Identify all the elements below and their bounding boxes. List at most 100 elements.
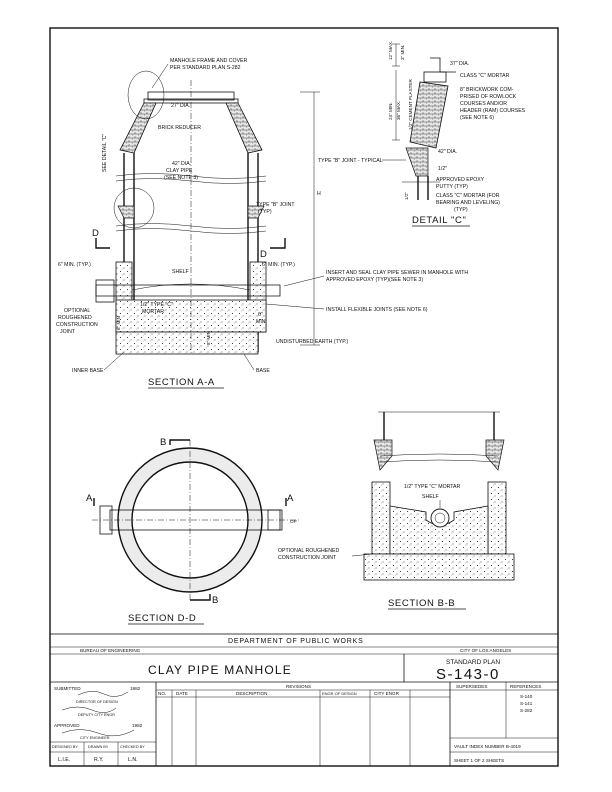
- detail-c-drawing: [392, 43, 456, 200]
- cut-b-top: B: [160, 437, 167, 448]
- section-dd-title: SECTION D-D: [128, 613, 196, 624]
- label-insert-seal: INSERT AND SEAL CLAY PIPE SEWER IN MANHO…: [326, 270, 468, 276]
- section-bb-title: SECTION B-B: [388, 598, 455, 609]
- label-type-b-typical: TYPE "B" JOINT - TYPICAL: [318, 158, 383, 164]
- checked-by-label: CHECKED BY: [120, 745, 145, 749]
- label-approved-epoxy: APPROVED EPOXY: [436, 177, 485, 183]
- signature-2: [61, 706, 117, 713]
- label-24-min: 24" MIN.: [388, 102, 393, 120]
- references-label: REFERENCES: [510, 684, 541, 689]
- label-construction-bb: CONSTRUCTION JOINT: [278, 555, 337, 561]
- label-base: BASE: [256, 368, 270, 374]
- label-3-min: 3" MIN.: [400, 45, 405, 60]
- label-6-min-left: 6" MIN. (TYP.): [58, 262, 91, 268]
- label-inner-base: INNER BASE: [72, 368, 104, 374]
- designed-by-label: DESIGNED BY: [52, 745, 78, 749]
- department: DEPARTMENT OF PUBLIC WORKS: [228, 638, 364, 645]
- rev-col-no: NO.: [158, 691, 166, 696]
- rev-col-city-engr: CITY ENGR: [374, 691, 400, 696]
- detail-c-title: DETAIL "C": [412, 215, 466, 226]
- cut-d-left: D: [92, 228, 99, 239]
- label-roughened: ROUGHENED: [58, 315, 92, 321]
- supersedes-label: SUPERSEDES: [456, 684, 487, 689]
- label-12-max: 12" MAX.: [388, 41, 393, 60]
- drawing-title: CLAY PIPE MANHOLE: [148, 663, 292, 677]
- label-shelf: SHELF: [172, 269, 189, 275]
- rev-col-date: DATE: [176, 691, 188, 696]
- label-6-min-vertical: 6" MIN: [116, 316, 121, 330]
- label-cement-plaster: 1/2" CEMENT PLASTER: [408, 79, 413, 130]
- section-bb-drawing: [363, 411, 515, 581]
- standard-plan-label: STANDARD PLAN: [446, 659, 500, 666]
- label-brickwork-3: COURSES AND/OR: [460, 101, 507, 107]
- city: CITY OF LOS ANGELES: [460, 648, 511, 653]
- label-brick-reducer: BRICK REDUCER: [158, 125, 201, 131]
- label-brickwork-5: (SEE NOTE 6): [460, 115, 494, 121]
- label-shelf-bb: SHELF: [422, 494, 439, 500]
- label-brickwork-4: HEADER (RAM) COURSES: [460, 108, 526, 114]
- label-6-min-right: 6" MIN. (TYP.): [262, 262, 295, 268]
- label-undisturbed-earth: UNDISTURBED EARTH (TYP.): [276, 339, 348, 345]
- detail-c-callout: [113, 187, 155, 229]
- section-dd-drawing: [92, 439, 300, 601]
- label-putty: PUTTY (TYP): [436, 184, 468, 190]
- label-class-c-bearing: CLASS "C" MORTAR (FOR: [436, 193, 500, 199]
- section-aa-title: SECTION A-A: [148, 377, 215, 388]
- cut-a-right: A: [287, 493, 294, 504]
- label-8-min-vertical: 8" MIN: [206, 331, 211, 345]
- label-6-in: 6": [258, 312, 263, 318]
- section-aa-labels: MANHOLE FRAME AND COVER PER STANDARD PLA…: [56, 58, 468, 374]
- bureau: BUREAU OF ENGINEERING: [80, 648, 141, 653]
- reference-1: S-140: [520, 694, 533, 699]
- checked-initials: L.N.: [128, 757, 138, 763]
- label-42-dia: 42" DIA.: [172, 161, 191, 167]
- reference-3: S-282: [520, 708, 533, 713]
- rev-col-description: DESCRIPTION: [236, 691, 267, 696]
- label-brickwork-2: PRISED OF ROWLOCK: [460, 94, 517, 100]
- director-label: DIRECTOR OF DESIGN: [76, 700, 118, 704]
- drawn-initials: R.Y.: [94, 757, 103, 763]
- label-42-dia-c: 42" DIA.: [438, 149, 457, 155]
- label-optional: OPTIONAL: [64, 308, 90, 314]
- cut-d-right: D: [260, 249, 267, 260]
- label-half-inch: 1/2": [438, 166, 447, 172]
- approved-label: APPROVED: [54, 723, 80, 728]
- vault-index: VAULT INDEX NUMBER B-4019: [454, 744, 521, 749]
- inner-base: [115, 331, 259, 355]
- label-typ: (TYP): [258, 209, 272, 215]
- section-aa-drawing: H D D: [92, 70, 321, 355]
- cut-b-bottom: B: [212, 595, 219, 606]
- cut-a-left: A: [86, 493, 93, 504]
- label-36-max: 36" MAX.: [396, 101, 401, 120]
- label-see-detail-c: SEE DETAIL "C": [102, 134, 108, 172]
- plan-number: S-143-0: [436, 666, 500, 683]
- revisions-label: REVISIONS: [286, 684, 311, 689]
- label-mortar: MORTAR: [142, 309, 164, 315]
- submitted-label: SUBMITTED: [54, 686, 81, 691]
- label-half-vertical: 1/2": [404, 192, 409, 200]
- dim-h: H: [317, 191, 321, 197]
- designed-initials: L.I.E.: [58, 757, 70, 763]
- sheet-number: SHEET 1 OF 2 SHEETS: [454, 758, 504, 763]
- title-block: [49, 633, 559, 767]
- reference-2: S-141: [520, 701, 533, 706]
- label-37-dia: 37" DIA.: [450, 61, 469, 67]
- signature-1: [77, 691, 129, 697]
- label-class-c-mortar: CLASS "C" MORTAR: [460, 73, 510, 79]
- label-bearing: BEARING AND LEVELING): [436, 200, 500, 206]
- label-type-c-bb: 1/2" TYPE "C" MORTAR: [404, 484, 461, 490]
- label-optional-bb: OPTIONAL ROUGHENED: [278, 548, 339, 554]
- label-type-b-joint: TYPE "B" JOINT: [256, 202, 295, 208]
- label-install-flex: INSTALL FLEXIBLE JOINTS (SEE NOTE 6): [326, 307, 428, 313]
- rev-col-engr: ENGR OF DESIGN: [322, 691, 357, 696]
- label-min: MIN: [256, 319, 266, 325]
- label-insert-seal-2: APPROVED EPOXY (TYP)(SEE NOTE 3): [326, 277, 423, 283]
- label-brickwork-1: 8" BRICKWORK COM-: [460, 87, 514, 93]
- label-op: OP: [290, 519, 297, 524]
- label-joint: JOINT: [60, 329, 76, 335]
- label-see-note-3: (SEE NOTE 3): [164, 175, 198, 181]
- label-frame-cover: MANHOLE FRAME AND COVER: [170, 58, 248, 64]
- label-clay-pipe: CLAY PIPE: [166, 168, 193, 174]
- detail-c-labels: 37" DIA. CLASS "C" MORTAR 8" BRICKWORK C…: [318, 41, 526, 213]
